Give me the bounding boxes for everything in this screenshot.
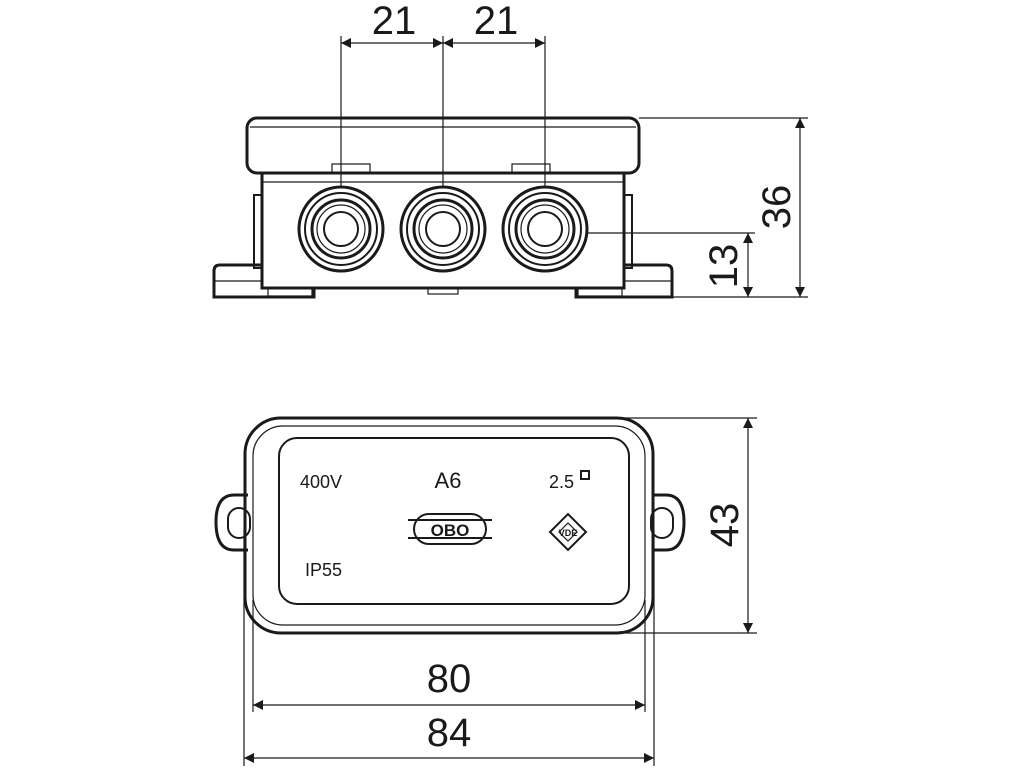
obo-logo: OBO	[408, 513, 492, 545]
dimension-entry-height: 13	[587, 232, 755, 297]
mounting-ear-right	[650, 493, 686, 552]
lid-outer-outline	[243, 416, 655, 635]
voltage-marking: 400V	[300, 472, 342, 492]
dimension-label-cover-depth: 43	[703, 503, 747, 548]
dimension-label-spacing-left: 21	[372, 0, 417, 43]
dimension-label-inner-width: 80	[427, 657, 472, 701]
dimension-label-outer-width: 84	[427, 711, 472, 755]
square-mm-symbol	[580, 470, 590, 480]
dimension-label-total-height: 36	[755, 185, 799, 230]
cross-section-marking: 2.5	[549, 472, 574, 492]
side-view: 21 21 36 13	[212, 0, 808, 299]
dimension-inner-width: 80	[252, 600, 646, 712]
cable-entry-right	[501, 185, 589, 273]
protection-marking: IP55	[305, 560, 342, 580]
mounting-ear-left	[214, 493, 251, 552]
certification-mark-text: VDE	[559, 528, 578, 538]
dimension-cover-depth: 43	[605, 417, 757, 634]
top-view: 400V A6 2.5 IP55 OBO VDE 43	[214, 416, 757, 766]
brand-logo-text: OBO	[431, 521, 470, 540]
lid-catch-left	[331, 163, 371, 174]
lid-inner-panel	[278, 437, 630, 605]
cable-entry-left	[297, 185, 385, 273]
mounting-foot-right	[574, 263, 674, 299]
model-marking: A6	[435, 468, 462, 493]
mounting-foot-left	[212, 263, 316, 299]
dimension-label-spacing-right: 21	[474, 0, 519, 43]
dimension-label-entry-height: 13	[702, 244, 746, 289]
dimension-outer-width: 84	[243, 530, 655, 766]
cable-entry-center	[399, 185, 487, 273]
dimension-total-height: 36	[639, 117, 808, 298]
vde-mark-icon: VDE	[548, 512, 588, 552]
dimension-entry-spacing: 21 21	[340, 0, 546, 186]
lid-catch-right	[511, 163, 551, 174]
